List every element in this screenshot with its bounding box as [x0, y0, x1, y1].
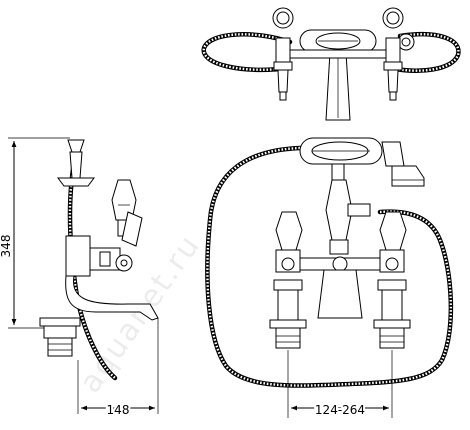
dimension-depth: 148 — [77, 318, 159, 419]
depth-label: 148 — [107, 403, 130, 417]
side-view — [39, 139, 159, 381]
top-view — [201, 7, 461, 121]
dimension-centres: 124-264 — [287, 350, 393, 419]
dimension-height: 348 — [0, 137, 70, 329]
height-label: 348 — [0, 235, 13, 258]
centres-label: 124-264 — [315, 403, 365, 417]
front-view — [205, 137, 454, 388]
